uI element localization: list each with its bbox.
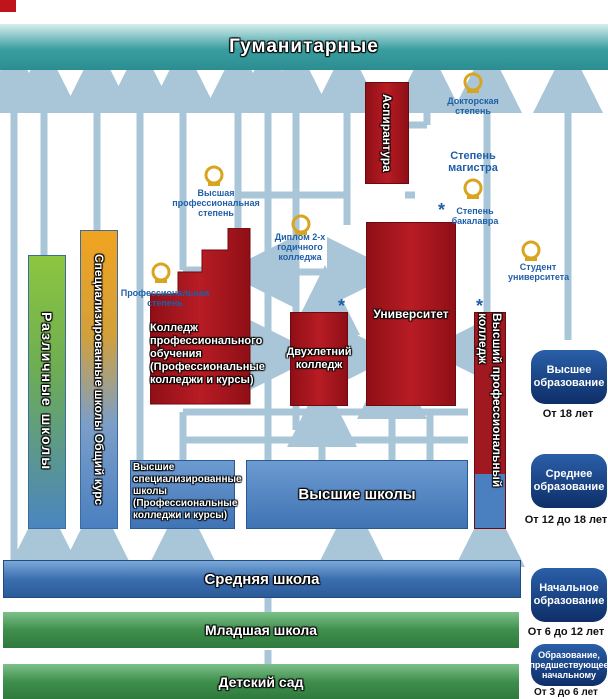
legend-preschool-age: От 3 до 6 лет xyxy=(534,687,598,698)
legend-primary-pill: Начальное образование xyxy=(531,568,607,622)
high-prof-degree-label: Высшая профессиональная степень xyxy=(172,188,260,218)
master-degree-label: Степень магистра xyxy=(448,150,498,174)
legend-preschool-label: Образование, предшествующее начальному xyxy=(529,650,608,680)
legend-secondary-age: От 12 до 18 лет xyxy=(524,514,608,526)
legend-secondary-label: Среднее образование xyxy=(533,468,605,493)
student-label: Студент университета xyxy=(508,262,570,282)
medal-icon xyxy=(463,72,483,93)
bachelor-star-icon: * xyxy=(438,200,446,220)
middle-school-bar: Средняя школа xyxy=(3,560,521,598)
higher-prof-college-label: Высший профессиональный колледж xyxy=(476,313,504,488)
two-year-college: Двухлетний колледж xyxy=(286,312,352,406)
prof-college-shape xyxy=(150,228,251,405)
legend-preschool-pill: Образование, предшествующее начальному xyxy=(529,644,608,686)
medal-icon xyxy=(151,262,171,283)
prof-degree-label: Профессиональная степень xyxy=(120,288,210,308)
elementary-school-bar: Младшая школа xyxy=(3,612,519,648)
prof-college-label: Колледж профессионального обучения (Проф… xyxy=(150,322,265,386)
two-year-college-label: Двухлетний колледж xyxy=(286,346,352,371)
bachelor-degree-label: Степень бакалавра xyxy=(451,206,499,226)
legend-primary-age: От 6 до 12 лет xyxy=(527,626,605,638)
legend-higher-label: Высшее образование xyxy=(533,364,605,389)
doctor-degree-label: Докторская степень xyxy=(447,96,499,116)
legend-higher-age: От 18 лет xyxy=(542,408,594,420)
high-schools: Высшие школы xyxy=(246,460,468,529)
two-year-star-icon: * xyxy=(338,296,346,316)
legend-secondary-pill: Среднее образование xyxy=(531,454,607,508)
graduate-school: Аспирантура xyxy=(365,82,409,184)
higher-prof-star-icon: * xyxy=(476,296,484,316)
various-schools-label: Различные школы xyxy=(39,312,55,472)
medal-icon xyxy=(204,165,224,186)
specialized-schools: Специализированные школы Общий курс xyxy=(80,230,118,529)
high-schools-label: Высшие школы xyxy=(298,486,416,503)
higher-specialized-label: Высшие специализированные школы (Професс… xyxy=(133,462,242,521)
kindergarten-bar: Детский сад xyxy=(3,664,519,699)
higher-specialized-schools: Высшие специализированные школы (Професс… xyxy=(130,460,242,529)
graduate-school-label: Аспирантура xyxy=(380,94,394,172)
higher-prof-college: Высший профессиональный колледж xyxy=(474,312,506,529)
corner-marker xyxy=(0,0,16,12)
university: Университет xyxy=(366,222,456,406)
medal-icon xyxy=(463,178,483,199)
legend-primary-label: Начальное образование xyxy=(533,582,605,607)
legend-higher-pill: Высшее образование xyxy=(531,350,607,404)
medal-icon xyxy=(291,214,311,235)
diploma-label: Диплом 2-х годичного колледжа xyxy=(274,232,326,262)
university-label: Университет xyxy=(373,307,449,321)
specialized-schools-label: Специализированные школы Общий курс xyxy=(92,253,106,506)
various-schools: Различные школы xyxy=(28,255,66,529)
humanities-bar: Гуманитарные xyxy=(0,24,608,70)
medal-icon xyxy=(521,240,541,261)
